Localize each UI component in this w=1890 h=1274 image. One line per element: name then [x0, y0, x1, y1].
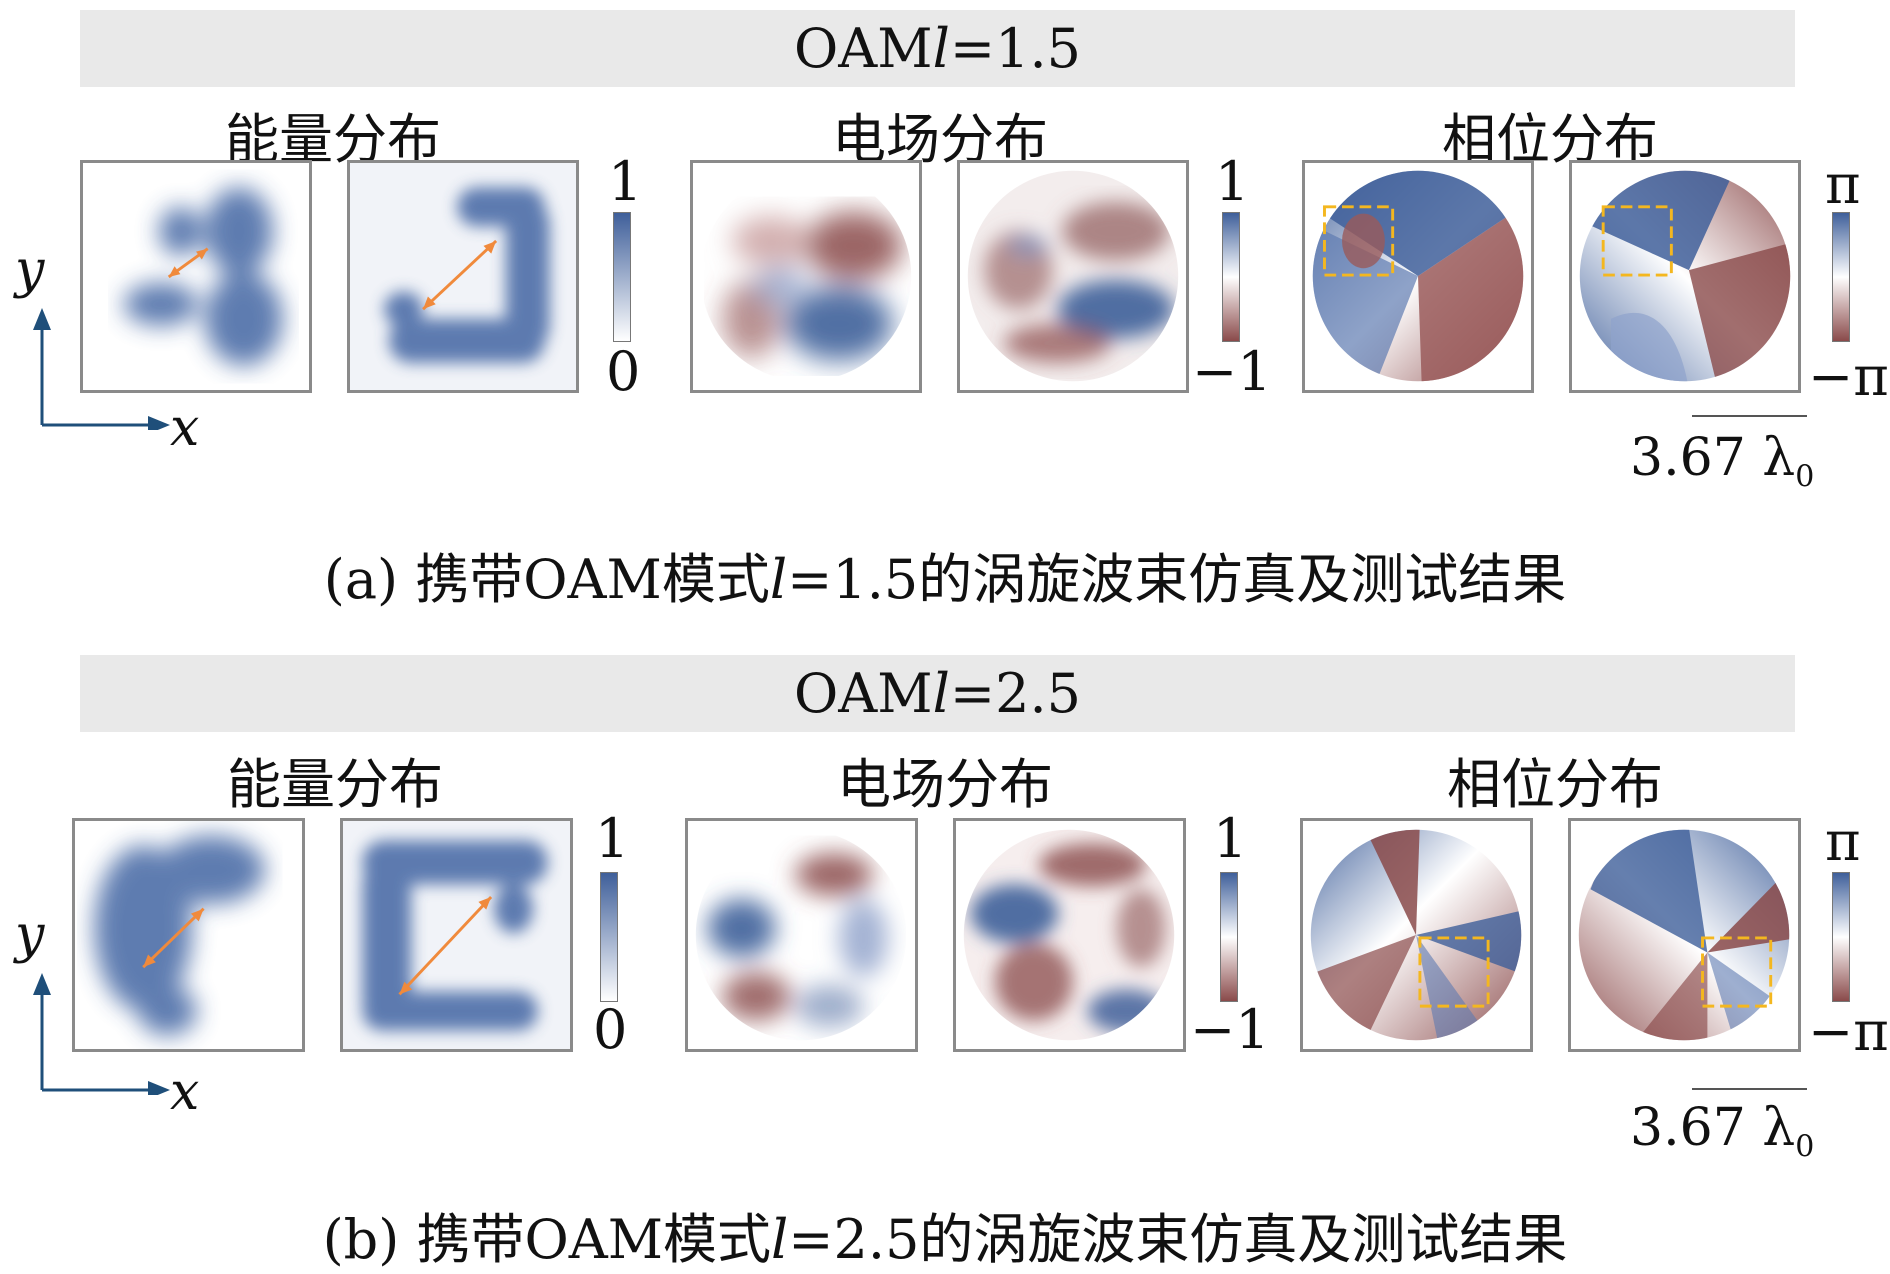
- field-meas-panel-b: [953, 818, 1186, 1052]
- scale-value-b: 3.67 λ: [1630, 1098, 1796, 1158]
- axis-x-label-b: x: [170, 1062, 200, 1122]
- energy-sim-panel-a: [80, 160, 312, 393]
- banner-b-prefix: OAM: [794, 662, 933, 725]
- cbar-phase-max-a: π: [1825, 153, 1861, 216]
- field-sim-image-a: [700, 170, 912, 382]
- caption-b-suffix: =2.5的涡旋波束仿真及测试结果: [788, 1208, 1568, 1271]
- scale-value-a: 3.67 λ: [1630, 428, 1796, 488]
- field-sim-image-b: [695, 829, 907, 1041]
- energy-sim-image-a: [123, 187, 283, 366]
- energy-meas-panel-b: [340, 818, 573, 1052]
- scale-label-a: 3.67 λ0: [1630, 428, 1814, 494]
- caption-b: (b) 携带OAM模式l=2.5的涡旋波束仿真及测试结果: [0, 1195, 1890, 1274]
- colorbar-phase-b: [1832, 872, 1850, 1002]
- cbar-field-max-a: 1: [1215, 150, 1250, 213]
- banner-a-prefix: OAM: [794, 17, 933, 80]
- cbar-energy-max-a: 1: [608, 150, 643, 213]
- highlight-box-b1: [1418, 936, 1490, 1008]
- phase-meas-panel-b: [1568, 818, 1801, 1052]
- highlight-box-a1: [1323, 205, 1395, 277]
- cbar-field-max-b: 1: [1213, 807, 1248, 870]
- cbar-energy-max-b: 1: [595, 807, 630, 870]
- cbar-energy-min-a: 0: [606, 340, 641, 403]
- axis-x-label-a: x: [170, 398, 200, 458]
- field-meas-panel-a: [957, 160, 1189, 393]
- colorbar-energy-a: [613, 212, 631, 342]
- banner-a: OAM l=1.5: [80, 10, 1795, 87]
- label-phase-b: 相位分布: [1447, 753, 1663, 816]
- energy-meas-image-a: [350, 163, 576, 390]
- cbar-phase-min-a: −π: [1808, 345, 1889, 408]
- label-field-b: 电场分布: [837, 753, 1053, 816]
- scale-bar-a: [1692, 415, 1807, 417]
- phase-sim-image-a: [1312, 170, 1524, 382]
- colorbar-energy-b: [600, 872, 618, 1002]
- highlight-box-b2: [1701, 936, 1773, 1008]
- phase-sim-image-b: [1310, 829, 1522, 1041]
- cbar-energy-min-b: 0: [593, 998, 628, 1061]
- label-energy-b: 能量分布: [227, 753, 443, 816]
- field-meas-image-b: [963, 829, 1175, 1041]
- highlight-box-a2: [1601, 205, 1673, 277]
- phase-meas-image-b: [1578, 829, 1790, 1041]
- energy-meas-image-b: [343, 821, 570, 1049]
- phase-sim-panel-a: [1302, 160, 1534, 393]
- cbar-phase-min-b: −π: [1808, 1000, 1889, 1063]
- phase-meas-panel-a: [1569, 160, 1801, 393]
- banner-b-suffix: =2.5: [949, 662, 1081, 725]
- diameter-arrow-b1: [142, 907, 205, 969]
- field-meas-image-a: [967, 170, 1179, 382]
- energy-sim-panel-b: [72, 818, 305, 1052]
- caption-a-suffix: =1.5的涡旋波束仿真及测试结果: [787, 548, 1567, 611]
- caption-a-prefix: (a) 携带OAM模式: [323, 548, 770, 611]
- diameter-arrow-a2: [422, 239, 498, 311]
- banner-b: OAM l=2.5: [80, 655, 1795, 732]
- colorbar-field-a: [1222, 212, 1240, 342]
- cbar-field-min-a: −1: [1192, 340, 1272, 403]
- banner-a-suffix: =1.5: [949, 17, 1081, 80]
- diameter-arrow-b2: [398, 896, 493, 996]
- scale-sub-b: 0: [1795, 1129, 1815, 1165]
- caption-a: (a) 携带OAM模式l=1.5的涡旋波束仿真及测试结果: [0, 535, 1890, 614]
- colorbar-field-b: [1220, 872, 1238, 1002]
- caption-a-symbol: l: [769, 548, 788, 611]
- banner-a-symbol: l: [932, 17, 950, 80]
- energy-sim-image-b: [94, 835, 265, 1036]
- cbar-phase-max-b: π: [1825, 810, 1861, 873]
- energy-meas-panel-a: [347, 160, 579, 393]
- field-sim-panel-b: [685, 818, 918, 1052]
- axes-icon-b: [33, 973, 170, 1095]
- scale-sub-a: 0: [1795, 459, 1815, 495]
- caption-b-symbol: l: [771, 1208, 789, 1271]
- scale-label-b: 3.67 λ0: [1630, 1098, 1814, 1164]
- axes-icon-a: [33, 308, 170, 430]
- field-sim-panel-a: [690, 160, 922, 393]
- banner-b-symbol: l: [932, 662, 950, 725]
- colorbar-phase-a: [1832, 212, 1850, 342]
- axis-y-label-b: y: [15, 905, 45, 965]
- axis-y-label-a: y: [15, 240, 45, 300]
- phase-sim-panel-b: [1300, 818, 1533, 1052]
- caption-b-prefix: (b) 携带OAM模式: [322, 1208, 772, 1271]
- cbar-field-min-b: −1: [1190, 998, 1270, 1061]
- phase-meas-image-a: [1579, 170, 1791, 382]
- scale-bar-b: [1692, 1088, 1807, 1090]
